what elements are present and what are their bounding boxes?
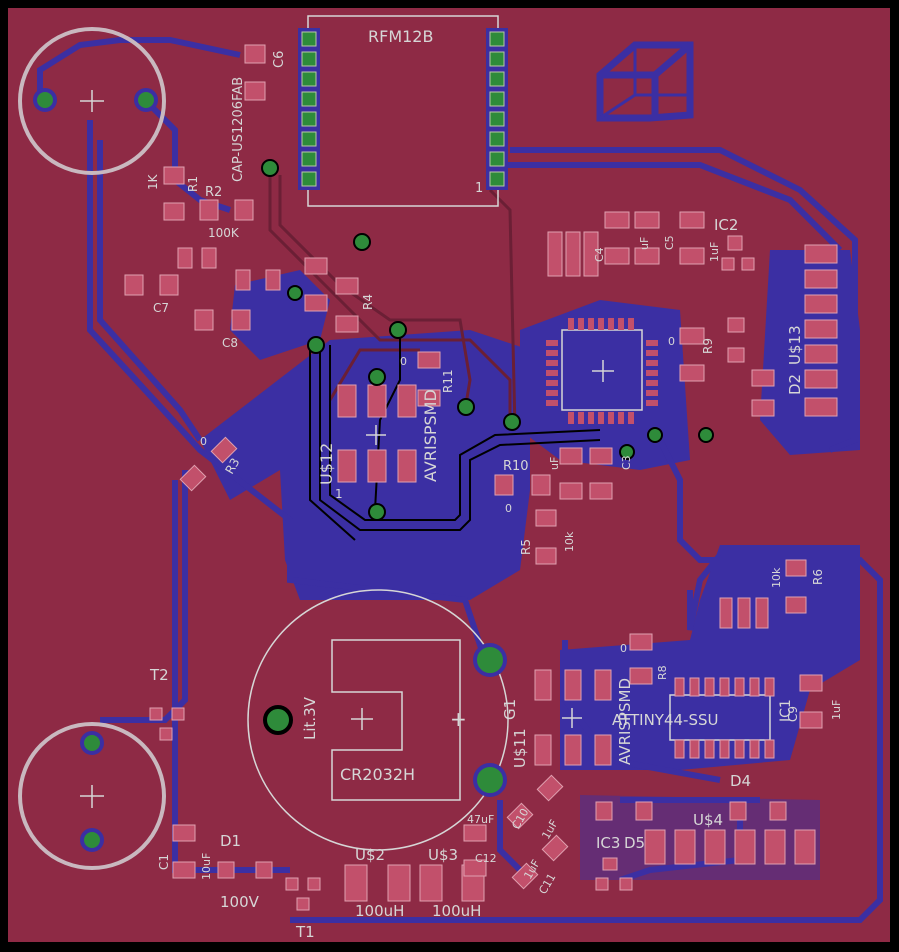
label-u4: U$4 [693,811,723,829]
label-r11: R11 [441,369,455,393]
label-r2-value: 100K [208,226,240,240]
label-r1: R1 [186,176,200,192]
label-u3-value: 100uH [432,902,481,920]
label-t1: T1 [295,923,315,941]
qfn-chip-pads [546,318,658,424]
label-r1-value: 1K [146,173,160,190]
label-r10-value: 0 [505,502,512,515]
label-c6: C6 [272,51,287,68]
label-c9: C9 [786,706,800,722]
label-d5: D5 [624,834,645,852]
label-d2: D2 [786,374,804,395]
label-ic1: IC1 [778,699,794,722]
label-c9-value: 1uF [830,700,843,720]
label-r10: R10 [503,459,529,474]
label-rfm-pin1: 1 [475,181,483,196]
label-u11: U$11 [511,728,529,768]
label-r2: R2 [205,185,222,200]
label-d1-value: 100V [220,893,260,911]
highlighted-traces [309,330,601,541]
label-r5: R5 [519,539,533,555]
label-d1: D1 [220,832,241,850]
label-u2-value: 100uH [355,902,404,920]
label-t2: T2 [149,666,169,684]
label-c12-value: 47uF [467,813,494,826]
rfm12b-pin-headers [298,28,508,190]
label-r11-value: 0 [400,355,407,368]
label-rfm12b: RFM12B [368,27,433,46]
cube-logo-icon [596,41,694,122]
label-u12: U$12 [317,443,336,485]
label-r3-value: 0 [200,435,207,448]
label-c12: C12 [475,852,497,865]
label-c5: C5 [663,235,676,250]
label-u2: U$2 [355,846,385,864]
label-ic3: IC3 [596,834,620,852]
label-r8-value: 0 [620,642,627,655]
label-c8: C8 [222,336,238,350]
through-hole-pads [33,88,507,852]
label-c7: C7 [153,301,169,315]
label-r6: R6 [811,569,825,585]
label-c-uf-1: uF [638,237,651,250]
label-u13: U$13 [786,325,804,365]
label-r6-value: 10k [770,567,783,588]
label-c-uf-2: 1uF [708,242,721,262]
vias [261,159,714,521]
label-r9-value: 0 [668,335,675,348]
label-ic2: IC2 [714,216,738,234]
label-u3: U$3 [428,846,458,864]
label-cap-fab: CAP-US1206FAB [231,77,246,182]
label-c3: C3 [620,455,633,470]
label-r4: R4 [361,294,375,310]
label-c1: C1 [157,854,171,870]
label-d4: D4 [730,772,751,790]
label-lit-3v: Lit.3V [301,696,319,740]
label-c-uf-3: uF [548,457,561,470]
label-avrisp-1: AVRISPSMD [421,389,440,482]
label-cr2032: CR2032H [340,765,415,784]
label-r3: R3 [222,456,242,477]
label-c4: C4 [593,247,606,262]
label-r5-value: 10k [563,531,576,552]
label-u12-pin1: 1 [335,487,343,501]
label-r9: R9 [701,338,715,354]
bottom-copper-regions [200,250,860,880]
label-battery-plus: + [450,707,467,731]
label-r8: R8 [656,665,669,680]
smd-pads [124,44,838,911]
label-avrisp-2: AVRISPSMD [616,678,634,765]
top-traces [268,165,517,431]
mounting-holes [18,27,509,870]
label-c1-value: 10uF [200,853,213,880]
label-attiny: ATTINY44-SSU [612,711,719,729]
label-g1: G1 [501,699,519,720]
